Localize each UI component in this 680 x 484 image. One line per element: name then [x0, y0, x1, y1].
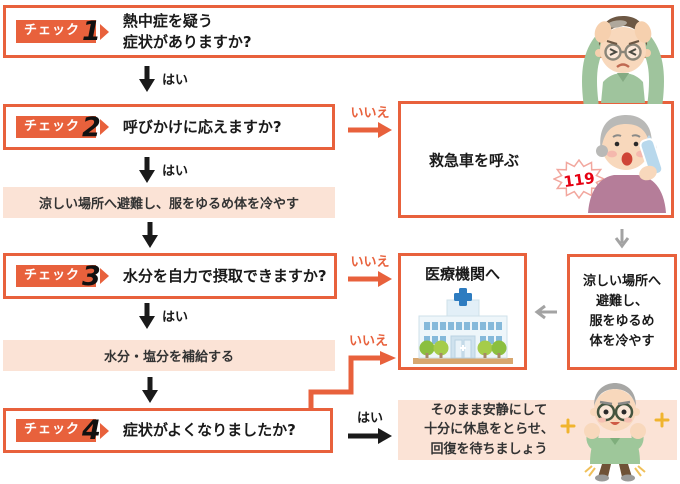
check-tag-label: チェック [16, 115, 97, 139]
check-tag-label: チェック [16, 419, 97, 442]
medical-institution-label: 医療機関へ [424, 265, 500, 283]
check3-question: 水分を自力で摂取できますか? [122, 266, 327, 285]
no-label: いいえ [350, 106, 390, 121]
check4-tag: チェック 4 [16, 417, 109, 444]
check-tag-pointer-icon [99, 23, 109, 40]
cool-place-text: 涼しい場所へ 避難し、 服をゆるめ 体を冷やす [582, 273, 661, 350]
check4-yes-arrow: はい [345, 407, 395, 445]
right-arrow-icon [348, 271, 392, 287]
down-arrow-icon [139, 66, 155, 92]
check-tag-label: チェック [16, 20, 97, 43]
woman-calling-illustration [588, 115, 666, 213]
down-arrow-icon [139, 303, 155, 329]
gray-left-arrow-icon [534, 304, 557, 320]
right-arrow-icon [348, 122, 392, 138]
check1-box: チェック 1 熱中症を疑う 症状がありますか? [3, 5, 674, 58]
dizzy-man-illustration [582, 16, 664, 104]
check-tag-number: 3 [82, 260, 101, 292]
call-ambulance-box: 救急車を呼ぶ 119 [398, 101, 674, 218]
check3-yes-arrow: はい [138, 303, 188, 330]
check4-box: チェック 4 症状がよくなりましたか? [3, 408, 333, 453]
right-arrow-icon [348, 428, 392, 444]
check-tag-number: 4 [82, 415, 101, 446]
cool-place-box: 涼しい場所へ 避難し、 服をゆるめ 体を冷やす [567, 254, 677, 370]
svg-text:119: 119 [562, 169, 596, 191]
call-ambulance-label: 救急車を呼ぶ [429, 151, 520, 169]
check4-no-elbow-arrow [308, 351, 396, 410]
check-tag-label: チェック [16, 264, 97, 288]
emergency-119-badge: 119 [553, 159, 605, 199]
check-tag-number: 2 [82, 111, 101, 143]
check1-question-line1: 熱中症を疑う [122, 12, 213, 31]
check3-box: チェック 3 水分を自力で摂取できますか? [3, 253, 337, 299]
check3-tag: チェック 3 [16, 263, 109, 290]
check2-yes-arrow: はい [138, 157, 188, 184]
yes-label: はい [162, 164, 189, 179]
yes-label: はい [162, 310, 189, 325]
check2-tag: チェック 2 [16, 114, 109, 141]
yes-label: はい [356, 411, 383, 426]
check1-question: 熱中症を疑う 症状がありますか? [123, 11, 252, 52]
down-arrow-icon [142, 377, 158, 403]
hospital-illustration [412, 288, 513, 364]
no-label: いいえ [350, 255, 390, 270]
medical-institution-box: 医療機関へ [398, 253, 527, 370]
check4-question: 症状がよくなりましたか? [122, 421, 296, 440]
hydrate-instruction-bar: 水分・塩分を補給する [3, 340, 335, 371]
down-arrow-icon [142, 222, 158, 248]
no-label: いいえ [349, 334, 389, 349]
check-tag-pointer-icon [99, 268, 109, 284]
check1-yes-arrow: はい [138, 66, 188, 93]
check2-box: チェック 2 呼びかけに応えますか? [3, 104, 335, 150]
check-tag-pointer-icon [99, 119, 109, 135]
rest-recover-text: そのまま安静にして 十分に休息をとらせ、 回復を待ちましょう [424, 402, 554, 457]
gray-down-arrow-icon [614, 229, 630, 249]
check-tag-pointer-icon [99, 422, 109, 439]
check-tag-number: 1 [82, 16, 101, 47]
yes-label: はい [162, 73, 189, 88]
recovered-man-illustration [560, 383, 670, 482]
cool-down-instruction-bar: 涼しい場所へ避難し、服をゆるめ体を冷やす [3, 187, 335, 218]
down-arrow-icon [139, 157, 155, 183]
check3-no-arrow: いいえ [344, 256, 396, 288]
check1-tag: チェック 1 [16, 18, 109, 45]
check2-question: 呼びかけに応えますか? [122, 117, 282, 136]
check2-no-arrow: いいえ [344, 107, 396, 139]
check1-question-line2: 症状がありますか? [122, 32, 252, 51]
